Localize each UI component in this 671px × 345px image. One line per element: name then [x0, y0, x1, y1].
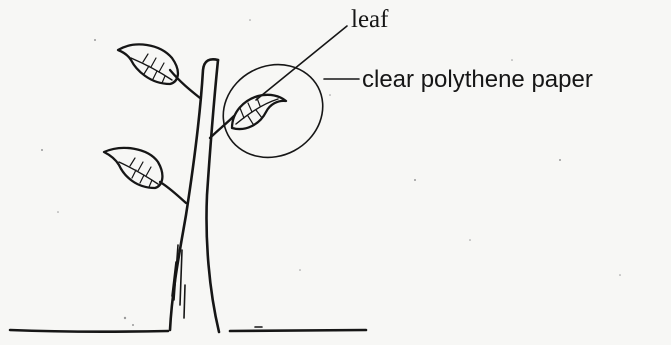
ground-line [10, 330, 366, 332]
leaf-label: leaf [351, 6, 389, 33]
lower-left-branch [160, 182, 186, 203]
polythene-paper-label: clear polythene paper [362, 66, 593, 93]
polythene-bag-outline [207, 47, 339, 174]
leaf-leader-line [256, 26, 347, 100]
upper-left-branch [170, 70, 200, 98]
lower-left-leaf-icon [104, 148, 162, 188]
right-leaf-icon [232, 95, 286, 129]
